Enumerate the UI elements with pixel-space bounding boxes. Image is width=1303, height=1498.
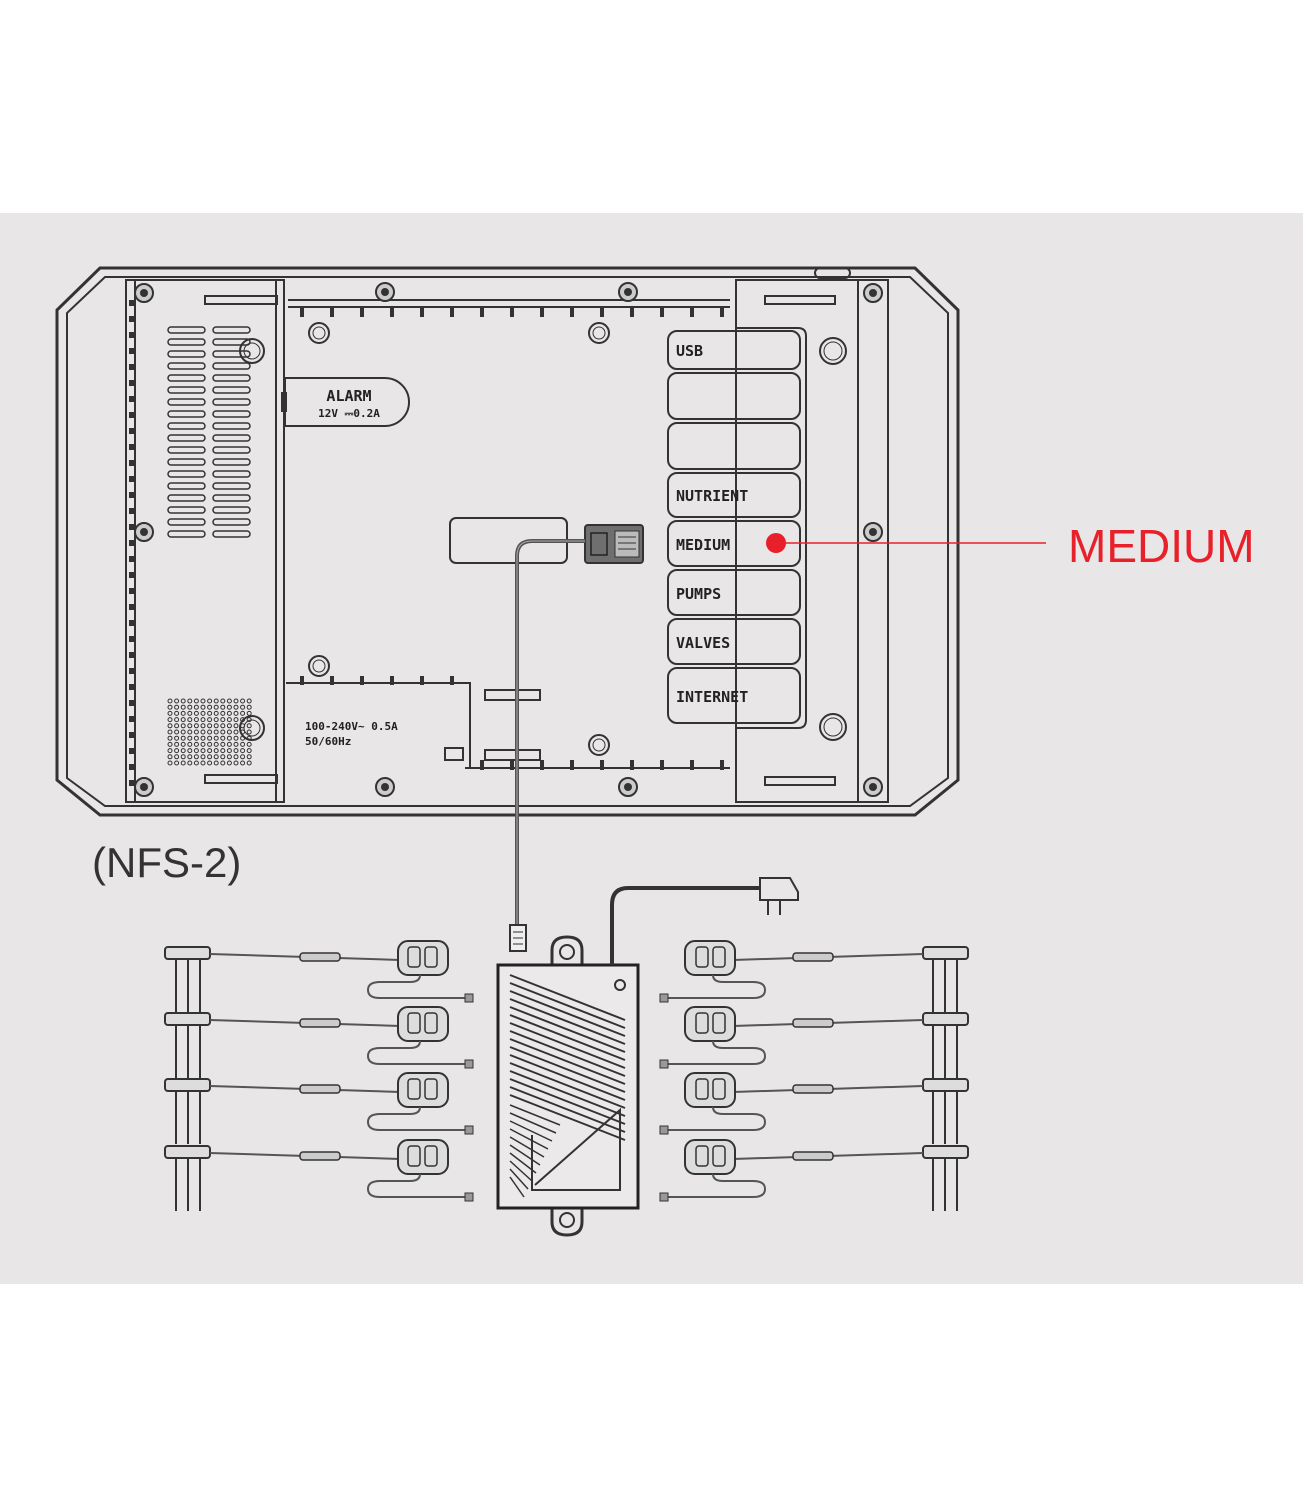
port-usb[interactable]: USB bbox=[667, 330, 801, 370]
soil-sensor bbox=[659, 1006, 969, 1078]
left-side-rail bbox=[125, 279, 285, 803]
sensor-cable bbox=[515, 539, 585, 925]
port-label: PUMPS bbox=[676, 585, 721, 603]
port-pumps[interactable]: PUMPS bbox=[667, 569, 801, 616]
port-internet[interactable]: INTERNET bbox=[667, 667, 801, 724]
soil-sensor bbox=[659, 1072, 969, 1144]
controller-unit bbox=[55, 266, 960, 817]
bottom-vent-ticks bbox=[480, 760, 724, 770]
power-frequency: 50/60Hz bbox=[305, 735, 351, 748]
left-edge-dashes bbox=[129, 300, 134, 786]
sensor-array-left bbox=[164, 940, 474, 1211]
sensor-array-right bbox=[659, 940, 969, 1211]
medium-callout: MEDIUM bbox=[766, 520, 1255, 572]
port-nutrient[interactable]: NUTRIENT bbox=[667, 472, 801, 518]
soil-sensor bbox=[164, 1139, 474, 1211]
port-label: INTERNET bbox=[676, 688, 748, 706]
cable-plug bbox=[509, 924, 527, 952]
hub-heatsink-lines bbox=[509, 974, 626, 1198]
port-label: VALVES bbox=[676, 634, 730, 652]
power-area-ticks bbox=[300, 676, 454, 685]
port-label: MEDIUM bbox=[676, 536, 730, 554]
power-rating: 100-240V~ 0.5A bbox=[305, 720, 398, 733]
callout-label: MEDIUM bbox=[1068, 520, 1255, 572]
alarm-rating: 12V ⎓0.2A bbox=[318, 407, 380, 420]
corner-screws bbox=[134, 282, 883, 797]
top-vent-ticks bbox=[300, 307, 724, 317]
sensor-hub bbox=[496, 877, 799, 1237]
callout-dot bbox=[766, 533, 786, 553]
port-label: USB bbox=[676, 342, 703, 360]
soil-sensor bbox=[164, 1072, 474, 1144]
soil-sensor bbox=[659, 1139, 969, 1211]
soil-sensor bbox=[164, 1006, 474, 1078]
power-cord bbox=[610, 886, 760, 965]
mounting-holes bbox=[239, 322, 847, 756]
speaker-grille bbox=[167, 698, 252, 766]
port-label: NUTRIENT bbox=[676, 487, 748, 505]
alarm-terminal: ALARM 12V ⎓0.2A bbox=[281, 377, 410, 427]
soil-sensor bbox=[164, 940, 474, 1012]
model-label: (NFS-2) bbox=[92, 839, 241, 886]
port-column: USB NUTRIENT MEDIUM PUMPS VALVES INTE bbox=[667, 330, 801, 724]
port-blank-1[interactable] bbox=[667, 372, 801, 420]
alarm-title: ALARM bbox=[326, 387, 371, 405]
side-vent-slots bbox=[167, 326, 251, 538]
port-blank-2[interactable] bbox=[667, 422, 801, 470]
controller-outer-shell bbox=[55, 266, 960, 817]
port-valves[interactable]: VALVES bbox=[667, 618, 801, 665]
rj-connector bbox=[584, 524, 644, 564]
soil-sensor bbox=[659, 940, 969, 1012]
power-plug bbox=[759, 877, 799, 915]
